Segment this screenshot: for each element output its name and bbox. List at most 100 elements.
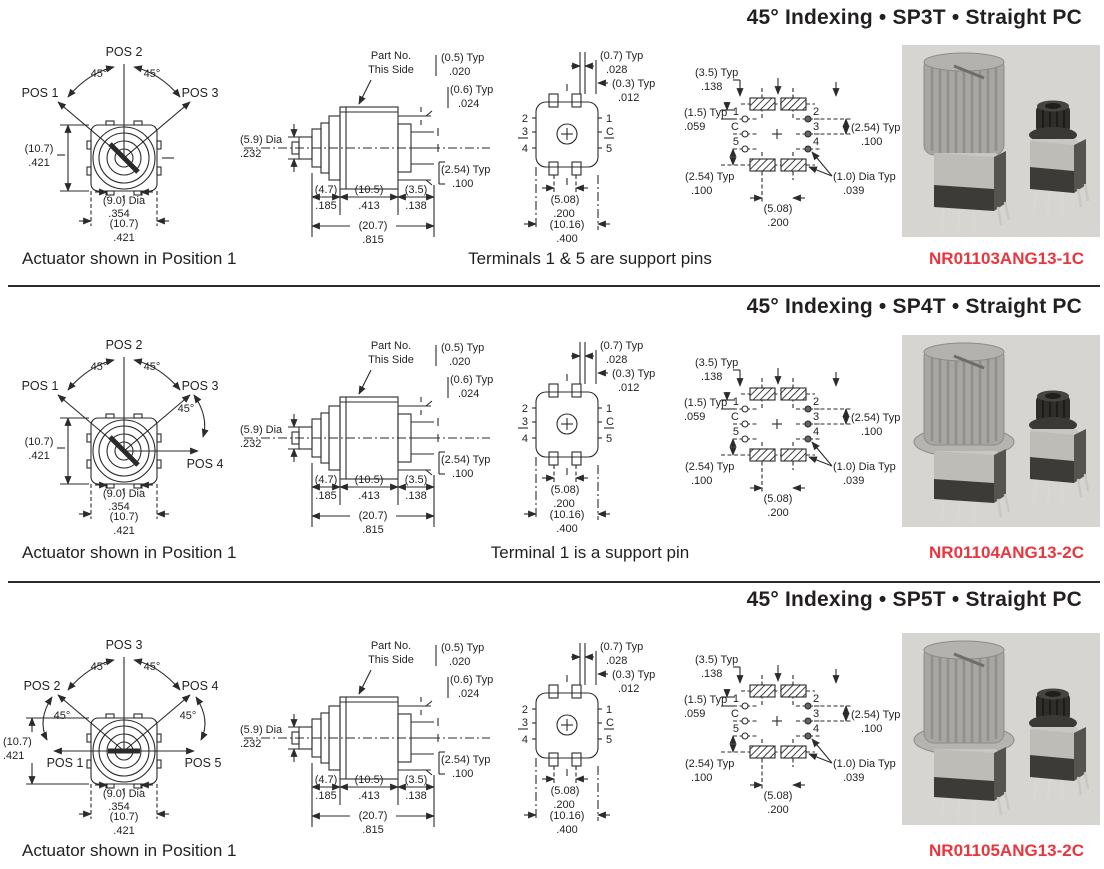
dim-label: .100 (691, 185, 712, 197)
dim-label: .200 (767, 804, 788, 816)
dim-label: (0.5) Typ (441, 342, 484, 354)
angle-label: 45° (91, 661, 108, 673)
part-no-note: This Side (368, 354, 414, 366)
product-photo (902, 335, 1100, 527)
dim-label: .024 (458, 388, 479, 400)
pos-label: POS 1 (22, 86, 59, 100)
dim-label: (3.5) Typ (695, 654, 738, 666)
part-no-note: Part No. (371, 50, 411, 62)
side-view-diagram: Part No. This Side (0.5) Typ .020 (0.6) … (240, 640, 493, 836)
terminal-label: C (606, 717, 614, 729)
dim-label: (1.5) Typ (684, 107, 727, 119)
dim-label: (2.54) Typ (685, 758, 734, 770)
dim-label: (4.7) (315, 474, 338, 486)
pcb-layout-diagram: (3.5) Typ .138 (1.5) Typ .059 (2.54) Typ… (684, 654, 900, 816)
rear-view-diagram: (0.7) Typ .028 (0.3) Typ .012 2 3 4 1 C … (518, 641, 655, 836)
dim-label: .232 (240, 148, 261, 160)
dim-label: (2.54) Typ (685, 461, 734, 473)
part-number: NR01103ANG13-1C (929, 249, 1084, 268)
dim-label: (5.9) Dia (240, 424, 283, 436)
dim-label: .200 (767, 507, 788, 519)
dim-label: .039 (843, 475, 864, 487)
terminal-label: C (606, 126, 614, 138)
dim-label: (4.7) (315, 184, 338, 196)
dim-label: (0.7) Typ (600, 340, 643, 352)
section-sp4t: 45° Indexing • SP4T • Straight PC (0, 287, 1104, 583)
terminal-label: 1 (606, 113, 612, 125)
dim-label: (9.0) Dia (103, 488, 146, 500)
pos-label: POS 4 (187, 457, 224, 471)
dim-label: (0.3) Typ (612, 78, 655, 90)
dim-label: .413 (358, 200, 379, 212)
dim-label: (5.08) (764, 790, 793, 802)
pos-label: POS 1 (47, 756, 84, 770)
actuator-note: Actuator shown in Position 1 (22, 543, 237, 562)
dim-label: .138 (405, 200, 426, 212)
dim-label: .421 (28, 157, 49, 169)
pos-label: POS 4 (182, 679, 219, 693)
dim-label: (0.5) Typ (441, 642, 484, 654)
dim-label: (10.7) (3, 736, 32, 748)
pos-label: POS 3 (182, 379, 219, 393)
dim-label: (5.9) Dia (240, 724, 283, 736)
pad-label: 4 (813, 136, 819, 148)
pad-label: 3 (813, 708, 819, 720)
dim-label: (5.08) (551, 484, 580, 496)
dim-label: (20.7) (359, 220, 388, 232)
dim-label: .020 (449, 66, 470, 78)
terminal-label: 2 (522, 403, 528, 415)
section-sp5t: 45° Indexing • SP5T • Straight PC (0, 583, 1104, 869)
dim-label: (3.5) Typ (695, 357, 738, 369)
dim-label: (5.08) (764, 493, 793, 505)
dim-label: .100 (452, 768, 473, 780)
dim-label: (10.16) (550, 810, 585, 822)
pad-label: 5 (733, 426, 739, 438)
part-no-note: Part No. (371, 340, 411, 352)
dim-label: .024 (458, 98, 479, 110)
pos-label: POS 2 (106, 338, 143, 352)
dim-label: (4.7) (315, 774, 338, 786)
dim-label: (10.5) (355, 474, 384, 486)
dim-label: .028 (606, 64, 627, 76)
part-number: NR01104ANG13-2C (929, 543, 1084, 562)
dim-label: (5.08) (551, 194, 580, 206)
dim-label: .138 (405, 490, 426, 502)
dim-label: (20.7) (359, 810, 388, 822)
section-sp3t: 45° Indexing • SP3T • Straight PC (0, 0, 1104, 287)
pos-label: POS 5 (185, 756, 222, 770)
dim-label: .020 (449, 656, 470, 668)
dim-label: .421 (28, 450, 49, 462)
rear-view-diagram: (0.7) Typ .028 (0.3) Typ .012 2 3 4 1 C … (518, 340, 655, 535)
pad-label: 1 (733, 693, 739, 705)
actuator-switch-photo (1029, 390, 1090, 506)
actuator-switch-photo (1029, 688, 1090, 804)
dim-label: .024 (458, 688, 479, 700)
dim-label: (0.7) Typ (600, 641, 643, 653)
part-no-note: Part No. (371, 640, 411, 652)
dim-label: (20.7) (359, 510, 388, 522)
pad-label: 3 (813, 411, 819, 423)
dim-label: .400 (556, 523, 577, 535)
pcb-layout-diagram: (3.5) Typ .138 (1.5) Typ .059 (2.54) Typ… (684, 357, 900, 519)
dim-label: .020 (449, 356, 470, 368)
pad-label: 3 (813, 121, 819, 133)
dim-label: (0.6) Typ (450, 374, 493, 386)
pad-label: 1 (733, 106, 739, 118)
dim-label: (2.54) Typ (851, 412, 900, 424)
pad-label: 2 (813, 693, 819, 705)
pad-label: 5 (733, 723, 739, 735)
dim-label: .200 (553, 208, 574, 220)
dim-label: .012 (618, 382, 639, 394)
dim-label: .028 (606, 354, 627, 366)
dim-label: (3.5) Typ (695, 67, 738, 79)
dim-label: (1.5) Typ (684, 397, 727, 409)
dim-label: .200 (553, 799, 574, 811)
dim-label: .100 (452, 468, 473, 480)
pad-label: 4 (813, 426, 819, 438)
actuator-switch-photo (1029, 100, 1090, 216)
knob-switch-photo (923, 52, 1011, 233)
dim-label: .421 (113, 232, 134, 244)
dim-label: (10.16) (550, 509, 585, 521)
angle-label: 45° (54, 710, 71, 722)
section-title: 45° Indexing • SP4T • Straight PC (746, 295, 1082, 318)
